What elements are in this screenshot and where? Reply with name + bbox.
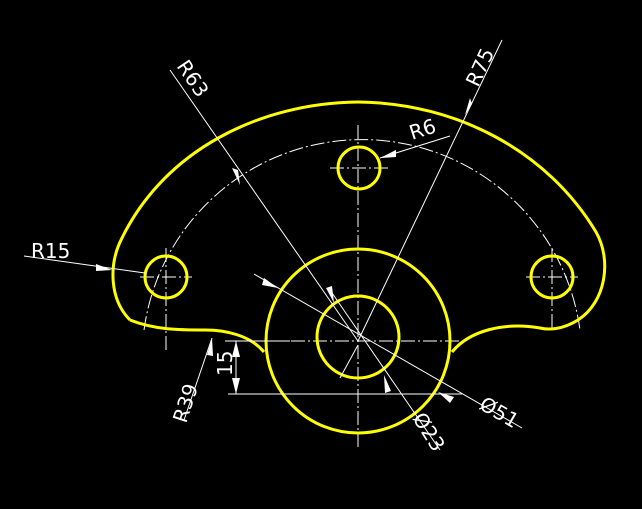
dia51-arrow-inner — [262, 278, 278, 288]
r39-label: R39 — [168, 381, 203, 426]
r63-leader — [169, 69, 359, 342]
offset-arrow-bottom — [232, 378, 240, 394]
r15-leader — [23, 255, 146, 274]
dia51-label: Ø51 — [476, 392, 524, 433]
r63-label: R63 — [172, 55, 214, 101]
bolt-circle-arc — [143, 139, 581, 331]
r75-leader — [357, 39, 503, 342]
r6-arrow — [380, 150, 396, 158]
part-outline — [111, 100, 607, 435]
r63-arrow — [232, 168, 240, 185]
r75-arrow — [465, 98, 472, 115]
r39-arrow — [207, 338, 213, 356]
top-hole-circle — [336, 145, 382, 191]
dia51-arrow-outer — [438, 392, 454, 403]
center-construction-line — [339, 344, 359, 379]
outer-profile — [111, 100, 607, 353]
dimension-lines — [23, 39, 523, 451]
right-hole-circle — [529, 254, 575, 300]
dia23-leader — [329, 289, 441, 451]
r15-arrow — [96, 264, 112, 271]
left-hole-circle — [143, 254, 189, 300]
r15-label: R15 — [31, 239, 70, 263]
dia23-arrow-upper — [326, 286, 334, 303]
center-bore-circle — [315, 294, 401, 380]
dia51-leader — [253, 273, 523, 429]
offset-arrow-top — [232, 341, 240, 357]
r75-label: R75 — [461, 44, 499, 90]
center-lines — [140, 125, 581, 450]
dia23-arrow-lower — [384, 375, 391, 393]
offset-15-label: 15 — [213, 351, 237, 376]
r6-label: R6 — [406, 114, 439, 145]
r39-leader — [183, 337, 213, 421]
